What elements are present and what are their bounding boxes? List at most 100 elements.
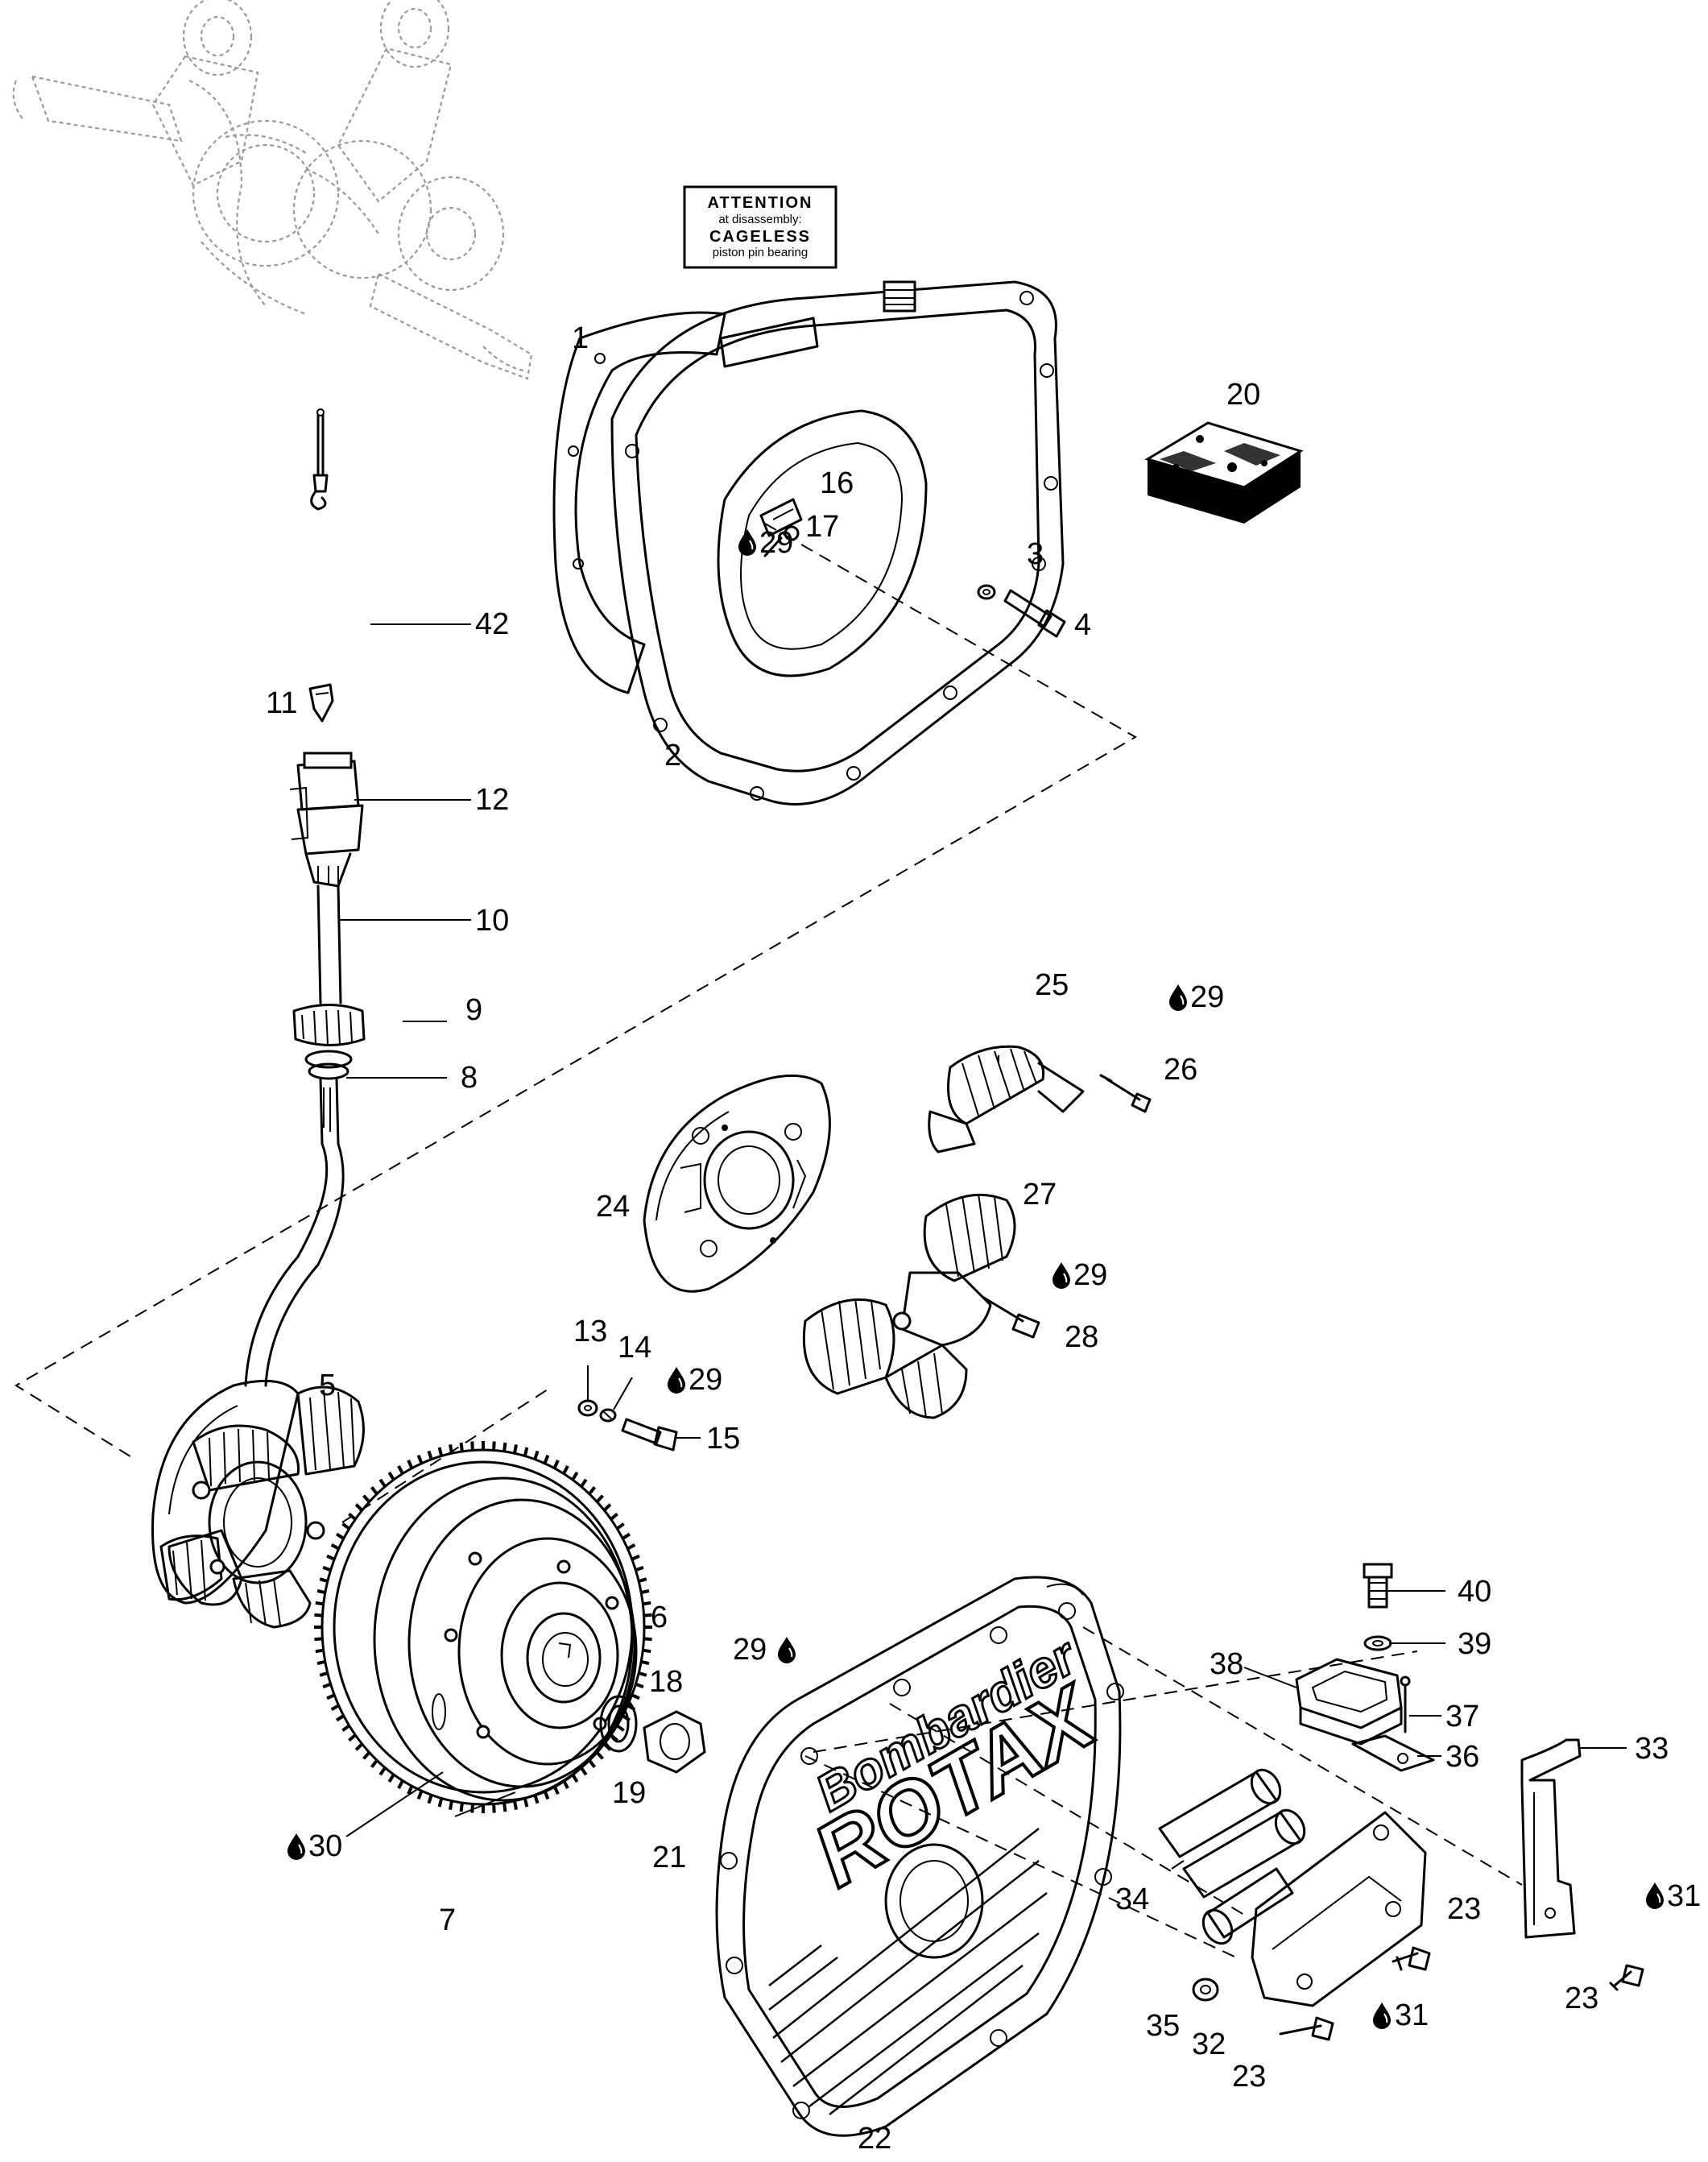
liquid-drop-icon (1052, 1261, 1071, 1290)
gear-tooth (580, 1478, 588, 1488)
notice-line-2: at disassembly: (718, 213, 801, 226)
callout-14: 14 (618, 1331, 651, 1365)
part-23-screw-b (1279, 2016, 1334, 2041)
gear-tooth (378, 1766, 387, 1776)
callout-31-a: 31 (1395, 1998, 1429, 2032)
gear-tooth (316, 1588, 326, 1595)
callout-16: 16 (820, 466, 854, 500)
part-24-backing-plate (643, 1074, 831, 1293)
gear-tooth (635, 1565, 644, 1572)
callout-34: 34 (1115, 1882, 1149, 1916)
gear-tooth (362, 1494, 371, 1503)
callout-31-b: 31 (1667, 1879, 1701, 1913)
part-7-ring-gear (314, 1441, 652, 1813)
liquid-drop-icon (1372, 2002, 1392, 2030)
gear-tooth (588, 1759, 597, 1768)
gear-tooth (580, 1766, 588, 1776)
gear-tooth (330, 1704, 340, 1711)
callout-3: 3 (1027, 537, 1044, 571)
callout-12: 12 (475, 783, 509, 817)
gear-tooth (316, 1659, 326, 1666)
gear-tooth (362, 1751, 371, 1760)
gear-tooth (543, 1454, 550, 1464)
gear-tooth (470, 1804, 474, 1813)
callout-33: 33 (1635, 1732, 1669, 1766)
gear-tooth (397, 1464, 404, 1475)
gear-tooth (616, 1522, 625, 1530)
part-21-magneto-cover: Bombardier ROTAX (715, 1576, 1124, 2137)
gear-tooth (315, 1601, 324, 1606)
gear-tooth (341, 1522, 350, 1530)
gear-tooth (437, 1798, 444, 1808)
liquid-drop-icon (777, 1636, 796, 1664)
gear-tooth (640, 1659, 650, 1666)
gear-tooth (427, 1450, 433, 1460)
gear-tooth (354, 1503, 363, 1512)
gear-tooth (622, 1532, 631, 1540)
callout-23-a: 23 (1447, 1892, 1481, 1926)
part-23-screw-a (1392, 1946, 1431, 1971)
callout-29-a: 29 (759, 526, 793, 560)
attention-notice-label: ATTENTION at disassembly: CAGELESS pisto… (683, 185, 837, 269)
gear-tooth (370, 1486, 378, 1495)
gear-tooth (319, 1671, 329, 1677)
gear-tooth (603, 1503, 612, 1512)
callout-42: 42 (475, 607, 509, 641)
part-9-grommet (292, 1004, 366, 1046)
gear-tooth (643, 1648, 651, 1654)
callout-29-c: 29 (1073, 1258, 1107, 1292)
part-37-pin (1400, 1675, 1411, 1733)
stator-lead-wire (244, 1078, 345, 1387)
gear-tooth (459, 1442, 464, 1452)
gear-tooth (523, 1447, 529, 1456)
callout-22: 22 (858, 2122, 891, 2156)
gear-tooth (588, 1486, 597, 1495)
part-10-cable (316, 884, 342, 1004)
callout-10: 10 (475, 904, 509, 938)
gear-tooth (523, 1798, 529, 1808)
gear-tooth (470, 1441, 474, 1451)
part-42-pin (310, 408, 329, 511)
magneto-housing (552, 280, 1065, 806)
part-4-screw (1003, 589, 1066, 638)
gear-tooth (336, 1714, 345, 1722)
callout-23-c: 23 (1565, 1982, 1598, 2015)
part-13-washer (577, 1399, 598, 1417)
gear-tooth (459, 1802, 464, 1812)
gear-tooth (631, 1554, 640, 1561)
part-33-strap (1520, 1738, 1582, 1939)
gear-tooth (513, 1444, 518, 1454)
gear-tooth (635, 1682, 644, 1689)
callout-26: 26 (1164, 1053, 1197, 1087)
callout-24: 24 (596, 1190, 630, 1224)
callout-35: 35 (1146, 2009, 1180, 2043)
gear-tooth (643, 1637, 652, 1642)
gear-tooth (502, 1442, 507, 1452)
callout-13: 13 (573, 1315, 607, 1348)
gear-tooth (397, 1779, 404, 1790)
gear-tooth (387, 1471, 395, 1481)
callout-18: 18 (649, 1665, 683, 1699)
gear-tooth (319, 1577, 329, 1584)
gear-tooth (314, 1613, 323, 1617)
callout-38: 38 (1210, 1647, 1243, 1681)
liquid-drop-icon (667, 1366, 686, 1394)
callout-23-b: 23 (1232, 2060, 1266, 2094)
part-28-screw (981, 1295, 1040, 1339)
liquid-drop-icon (1645, 1882, 1665, 1910)
callout-20: 20 (1226, 378, 1260, 412)
callout-27: 27 (1023, 1178, 1057, 1211)
gear-tooth (378, 1478, 387, 1488)
liquid-drop-icon (738, 528, 757, 557)
gear-tooth (437, 1447, 444, 1456)
gear-tooth (643, 1601, 651, 1606)
callout-8: 8 (461, 1061, 478, 1095)
gear-tooth (326, 1554, 336, 1561)
gear-tooth (407, 1785, 414, 1795)
notice-line-1: ATTENTION (708, 194, 813, 212)
gear-tooth (631, 1693, 640, 1700)
gear-tooth (322, 1565, 332, 1572)
gear-tooth (610, 1512, 618, 1521)
gear-tooth (638, 1671, 647, 1677)
